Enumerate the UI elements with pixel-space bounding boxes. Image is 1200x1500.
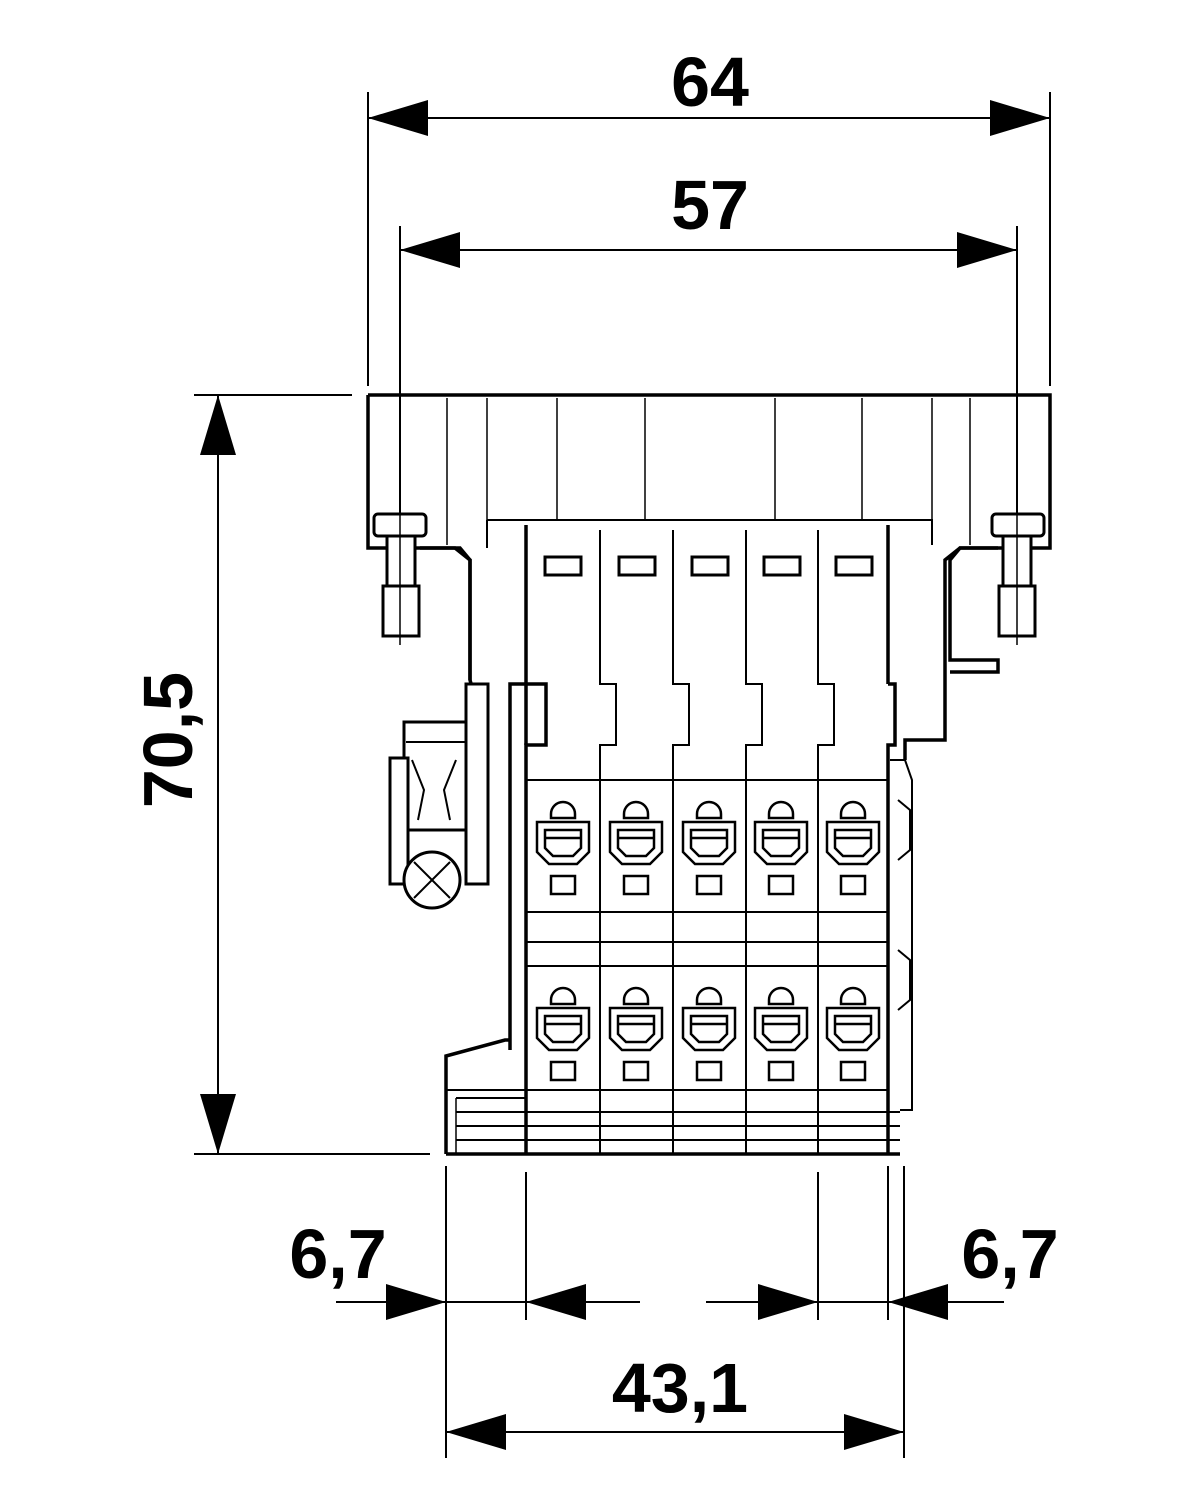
dimension-6-7-left: 6,7 [289,1166,640,1458]
dimension-label-6-7-right: 6,7 [961,1215,1058,1293]
dimension-label-43-1: 43,1 [612,1349,748,1427]
mounting-screw-right [948,505,1046,674]
terminal-1-3 [681,800,737,896]
dimension-label-57: 57 [671,166,749,244]
terminal-1-4 [753,800,809,896]
terminal-1-2 [608,800,664,896]
dimension-6-7-right: 6,7 [706,1166,1059,1458]
dimension-label-70-5: 70,5 [129,672,207,808]
terminal-2-5 [825,986,881,1082]
mounting-screw-left [372,505,472,680]
terminal-2-3 [681,986,737,1082]
dimension-label-64: 64 [671,43,749,121]
dimension-label-6-7-left: 6,7 [289,1215,386,1293]
ground-clamp-left [388,682,490,910]
terminal-2-4 [753,986,809,1082]
dimension-57: 57 [399,166,1018,520]
dimension-43-1: 43,1 [446,1349,904,1450]
dimension-70-5: 70,5 [129,394,430,1155]
terminal-block-body [508,525,897,1154]
terminal-1-1 [535,800,591,896]
side-latch-right [890,759,913,1111]
base-rail [444,1038,900,1156]
terminal-1-5 [825,800,881,896]
push-in-terminals [535,800,881,1082]
terminal-2-2 [608,986,664,1082]
terminal-2-1 [535,986,591,1082]
dimension-64: 64 [367,43,1051,386]
